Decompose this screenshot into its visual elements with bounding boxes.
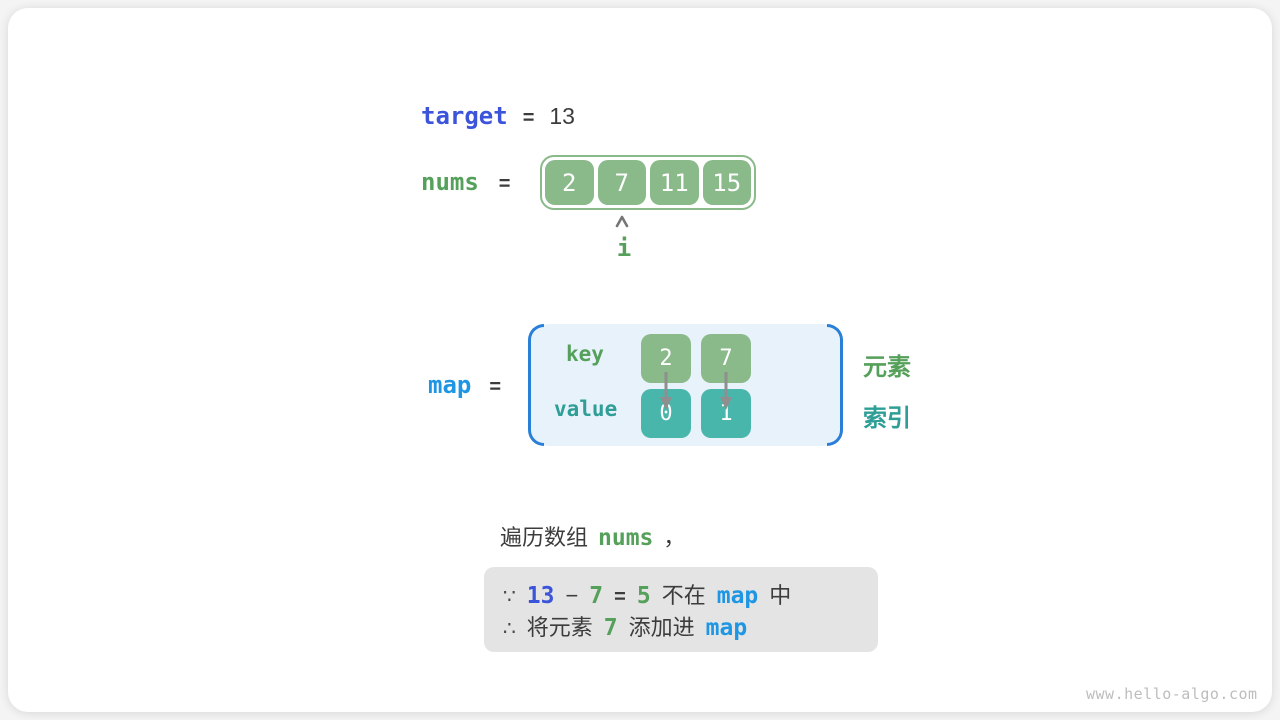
map-key-label: key xyxy=(566,342,604,366)
map-label-row: map = xyxy=(428,371,501,399)
note-line-1: ∵ 13 − 7 = 5 不在 map 中 xyxy=(503,578,859,610)
intro-line: 遍历数组 nums ， xyxy=(500,520,685,552)
nums-cell: 2 xyxy=(545,160,594,205)
note-line-2: ∴ 将元素 7 添加进 map xyxy=(503,610,859,642)
diagram-card: target = 13 nums = 2 7 11 15 i map = xyxy=(8,8,1272,712)
intro-code: nums xyxy=(598,525,654,551)
note-num: 7 xyxy=(603,615,618,641)
map-container: key value 2 7 0 1 xyxy=(528,324,843,446)
intro-text: 遍历数组 xyxy=(500,525,589,550)
map-label: map xyxy=(428,371,472,399)
watermark: www.hello-algo.com xyxy=(1086,685,1258,703)
note-equals: = xyxy=(614,586,626,608)
target-label: target xyxy=(421,102,508,130)
map-side-label-index: 索引 xyxy=(863,405,911,432)
nums-label: nums xyxy=(421,168,479,196)
nums-cell: 7 xyxy=(597,160,646,205)
nums-array: 2 7 11 15 xyxy=(540,155,756,210)
nums-cell: 15 xyxy=(702,160,751,205)
map-value-label: value xyxy=(554,397,618,421)
note-map-code: map xyxy=(716,583,759,609)
note-box: ∵ 13 − 7 = 5 不在 map 中 ∴ 将元素 7 添加进 map xyxy=(484,567,878,652)
nums-equals: = xyxy=(498,173,511,195)
because-symbol: ∵ xyxy=(503,586,516,608)
map-side-label-element: 元素 xyxy=(863,354,911,381)
map-right-bracket xyxy=(827,324,843,446)
target-equals: = xyxy=(522,107,535,129)
index-pointer-icon xyxy=(615,215,629,228)
note-map-code: map xyxy=(705,615,748,641)
key-to-value-arrow-icon xyxy=(720,372,732,410)
therefore-symbol: ∴ xyxy=(503,618,516,640)
intro-comma: ， xyxy=(663,525,686,550)
note-text: 将元素 xyxy=(526,615,593,640)
target-row: target = 13 xyxy=(421,102,575,130)
map-equals: = xyxy=(489,376,502,398)
index-pointer-label: i xyxy=(616,234,632,262)
note-target: 13 xyxy=(526,583,555,609)
target-value: 13 xyxy=(549,103,575,129)
note-text: 不在 xyxy=(661,583,706,608)
note-diff: 5 xyxy=(636,583,651,609)
note-num: 7 xyxy=(589,583,604,609)
minus-sign: − xyxy=(565,583,579,608)
note-text: 添加进 xyxy=(628,615,695,640)
note-text: 中 xyxy=(769,583,792,608)
map-left-bracket xyxy=(528,324,544,446)
key-to-value-arrow-icon xyxy=(660,372,672,410)
nums-cell: 11 xyxy=(650,160,699,205)
nums-label-row: nums = xyxy=(421,168,510,196)
